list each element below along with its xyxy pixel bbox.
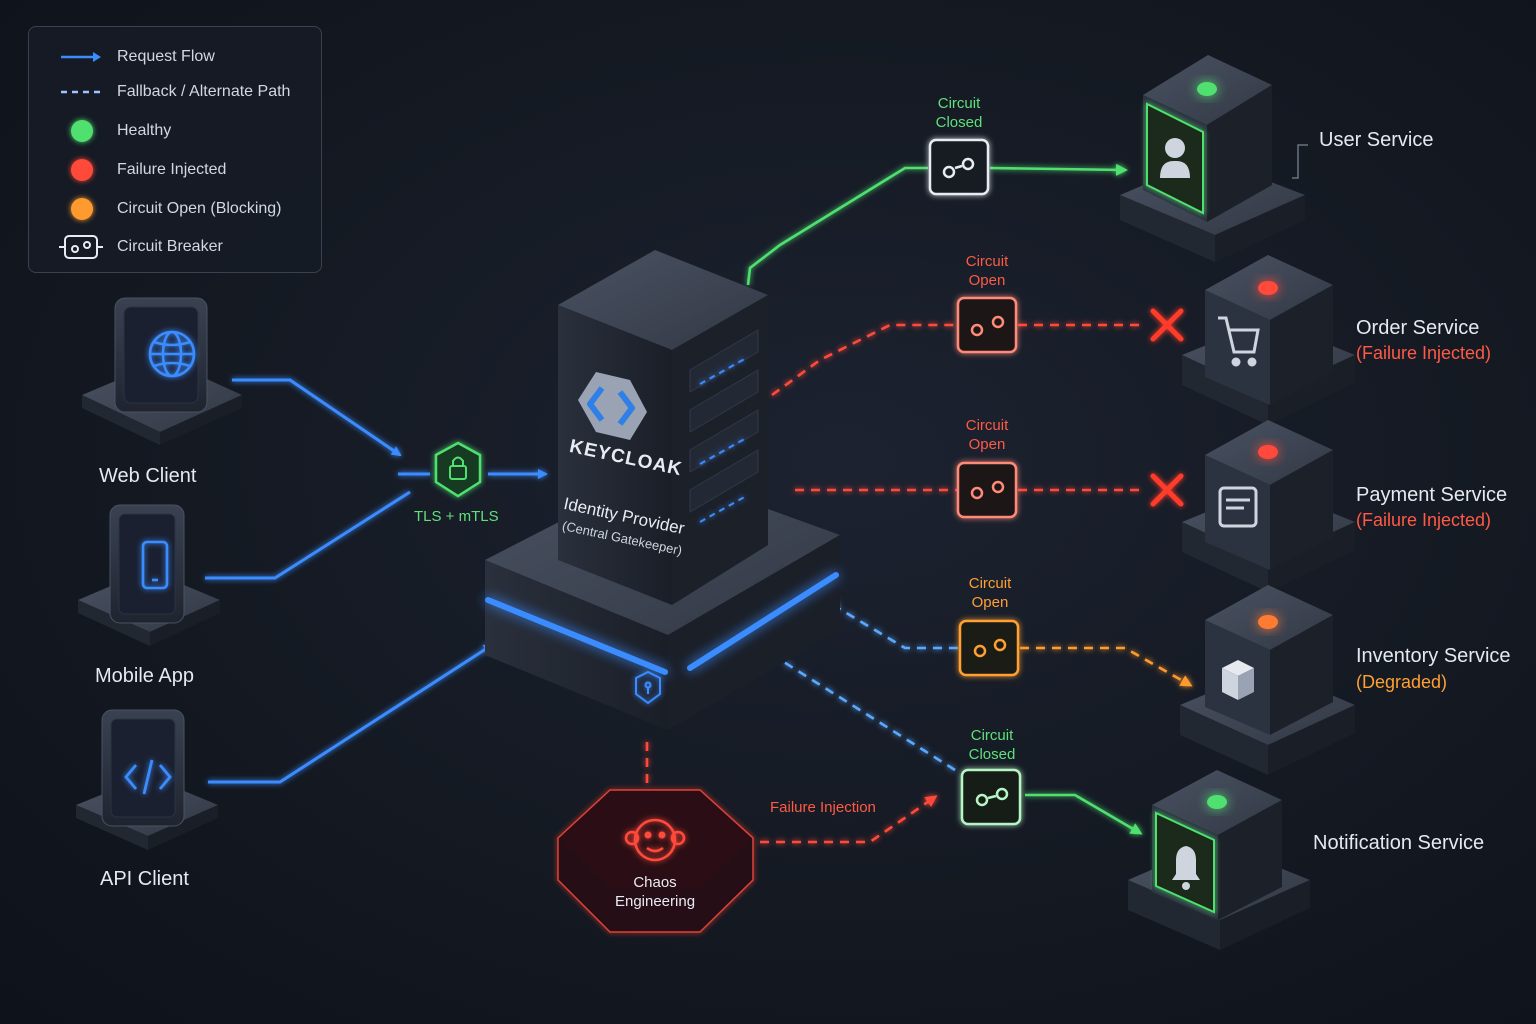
web-client-flow <box>232 378 402 457</box>
payment-service-label: Payment Service <box>1356 484 1508 506</box>
inventory-service-status-light <box>1258 615 1278 629</box>
monkey-icon <box>624 818 686 862</box>
inventory-fallback-link <box>825 600 958 650</box>
legend: Request Flow Fallback / Alternate Path H… <box>28 26 322 273</box>
breaker-notification-line1: Circuit <box>970 727 1014 744</box>
order-failure-x-icon <box>1150 308 1184 342</box>
tls-label: TLS + mTLS <box>414 508 499 525</box>
base-shield-icon <box>635 670 661 705</box>
legend-circuit-breaker: Circuit Breaker <box>29 234 321 260</box>
payment-service-server <box>1182 420 1355 592</box>
legend-failure: Failure Injected <box>29 157 321 183</box>
payment-service-status: (Failure Injected) <box>1356 510 1492 530</box>
circuit-breaker-notification <box>960 768 1022 826</box>
solid-arrow-icon <box>61 52 101 62</box>
breaker-payment-line2: Open <box>968 436 1006 453</box>
user-service-status-light <box>1197 82 1217 96</box>
inventory-service-status: (Degraded) <box>1356 672 1448 692</box>
user-icon <box>1160 138 1190 178</box>
legend-circuit-open-label: Circuit Open (Blocking) <box>117 200 282 217</box>
order-service-link <box>771 323 957 397</box>
web-client-label: Web Client <box>99 465 197 487</box>
legend-healthy: Healthy <box>29 118 321 144</box>
user-service-server <box>1120 55 1305 262</box>
circuit-breaker-icon <box>59 235 103 259</box>
breaker-user-label: Circuit Closed <box>914 94 1004 132</box>
bell-icon <box>1172 846 1200 890</box>
dashed-line-icon <box>61 90 101 94</box>
notification-service-link-out <box>1025 793 1143 835</box>
mobile-client-flow <box>205 490 411 580</box>
package-box-icon <box>1222 660 1254 700</box>
shopping-cart-icon <box>1218 316 1260 367</box>
legend-circuit-open: Circuit Open (Blocking) <box>29 196 321 222</box>
breaker-order-label: Circuit Open <box>942 252 1032 290</box>
code-icon <box>124 759 172 795</box>
order-service-status-light <box>1258 281 1278 295</box>
payment-failure-x-icon <box>1150 473 1184 507</box>
breaker-user-line1: Circuit <box>937 95 981 112</box>
order-service-status: (Failure Injected) <box>1356 343 1492 363</box>
legend-request-flow-label: Request Flow <box>117 48 215 65</box>
breaker-notification-label: Circuit Closed <box>947 726 1037 764</box>
web-client-device <box>82 297 242 445</box>
client-connections <box>205 378 548 784</box>
order-service-label: Order Service <box>1356 317 1480 339</box>
breaker-payment-line1: Circuit <box>965 417 1009 434</box>
legend-request-flow: Request Flow <box>29 44 321 70</box>
chaos-injection-link <box>760 795 938 844</box>
user-service-label: User Service <box>1319 129 1434 151</box>
user-service-link <box>746 166 928 286</box>
api-client-label: API Client <box>100 868 189 890</box>
chaos-engineering-label: Chaos Engineering <box>600 873 710 911</box>
breaker-user-line2: Closed <box>935 114 983 131</box>
user-service-link-out <box>989 163 1128 176</box>
notification-fallback-link <box>757 645 956 772</box>
breaker-inventory-label: Circuit Open <box>945 574 1035 612</box>
breaker-inventory-line2: Open <box>971 594 1009 611</box>
inventory-service-label: Inventory Service <box>1356 645 1511 667</box>
circuit-breaker-payment <box>956 461 1018 519</box>
legend-fallback: Fallback / Alternate Path <box>29 79 321 105</box>
breaker-payment-label: Circuit Open <box>942 416 1032 454</box>
inventory-service-server <box>1180 585 1355 775</box>
notification-service-server <box>1128 770 1310 950</box>
breaker-order-line2: Open <box>968 272 1006 289</box>
legend-circuit-breaker-label: Circuit Breaker <box>117 238 223 255</box>
mobile-app-label: Mobile App <box>95 665 194 687</box>
notification-service-label: Notification Service <box>1313 832 1485 854</box>
circuit-breaker-user <box>928 138 990 196</box>
circuit-breaker-order <box>956 296 1018 354</box>
red-dot-icon <box>71 159 93 181</box>
orange-dot-icon <box>71 198 93 220</box>
keycloak-logo-icon <box>578 372 647 440</box>
inventory-service-link-out <box>1020 646 1193 687</box>
tls-lock-shield-icon <box>434 441 482 498</box>
api-client-flow <box>208 643 494 784</box>
order-service-server <box>1182 255 1355 425</box>
smartphone-icon <box>141 540 169 590</box>
chaos-engineering-node <box>557 789 754 933</box>
legend-healthy-label: Healthy <box>117 122 172 139</box>
globe-icon <box>148 330 196 378</box>
chaos-line1: Chaos <box>633 874 677 891</box>
legend-fallback-label: Fallback / Alternate Path <box>117 83 291 100</box>
breaker-notification-line2: Closed <box>968 746 1016 763</box>
failure-injection-label: Failure Injection <box>770 799 876 816</box>
breaker-order-line1: Circuit <box>965 253 1009 270</box>
mobile-app-device <box>78 504 220 646</box>
green-dot-icon <box>71 120 93 142</box>
notification-service-status-light <box>1207 795 1227 809</box>
api-client-device <box>76 709 218 850</box>
chaos-line2: Engineering <box>614 893 696 910</box>
legend-failure-label: Failure Injected <box>117 161 227 178</box>
payment-service-status-light <box>1258 445 1278 459</box>
identity-provider-server <box>485 250 840 730</box>
server-vents <box>689 329 759 513</box>
breaker-inventory-line1: Circuit <box>968 575 1012 592</box>
circuit-breaker-inventory <box>958 619 1020 677</box>
credit-card-icon <box>1218 486 1258 528</box>
